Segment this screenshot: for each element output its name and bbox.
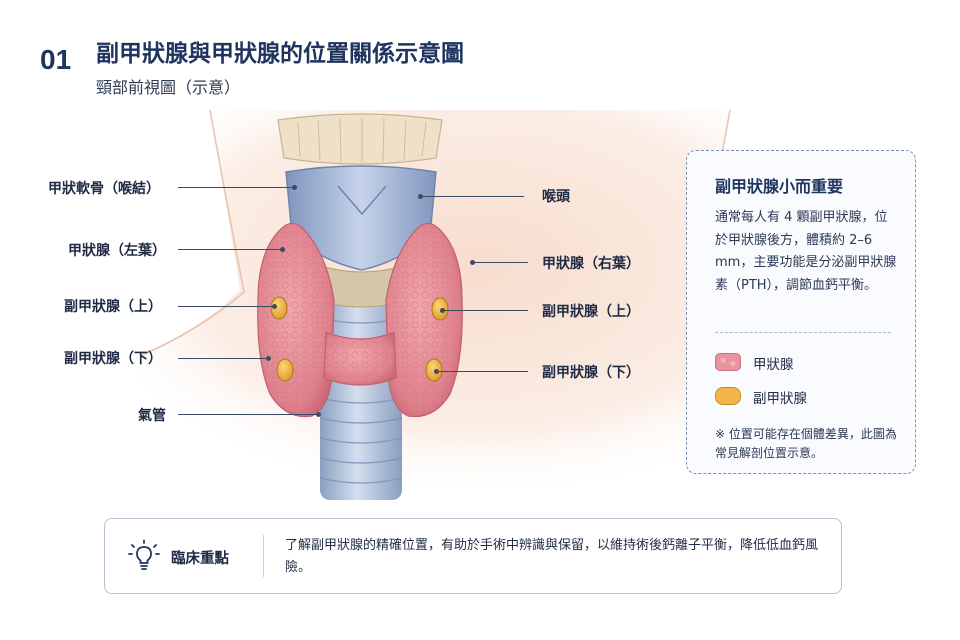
leader-thyroid-left <box>178 249 282 250</box>
info-divider <box>715 332 891 333</box>
label-parathyroid-left-upper: 副甲狀腺（上） <box>64 299 162 315</box>
parathyroid-left-upper <box>270 296 288 320</box>
label-parathyroid-right-lower: 副甲狀腺（下） <box>542 365 640 381</box>
label-thyroid-cartilage: 甲狀軟骨（喉結） <box>48 181 160 197</box>
info-box: 副甲狀腺小而重要 通常每人有 4 顆副甲狀腺，位於甲狀腺後方，體積約 2–6 m… <box>686 150 916 474</box>
info-note: ※ 位置可能存在個體差異，此圖為常見解剖位置示意。 <box>715 427 897 460</box>
clinical-label: 臨床重點 <box>171 551 229 567</box>
clinical-text: 了解副甲狀腺的精確位置，有助於手術中辨識與保留，以維持術後鈣離子平衡，降低低血鈣… <box>285 538 819 575</box>
leader-thyroid-cartilage <box>178 187 294 188</box>
parathyroid-left-lower <box>276 358 294 382</box>
leader-parathyroid-left-upper <box>178 306 274 307</box>
section-number: 01 <box>40 44 72 75</box>
leader-trachea <box>178 414 318 415</box>
info-body: 通常每人有 4 顆副甲狀腺，位於甲狀腺後方，體積約 2–6 mm，主要功能是分泌… <box>715 210 897 293</box>
leader-parathyroid-left-lower <box>178 358 268 359</box>
page-subtitle: 頸部前視圖（示意） <box>96 78 241 97</box>
hyoid-region <box>277 113 443 165</box>
leader-parathyroid-right-upper <box>442 310 528 311</box>
info-title: 副甲狀腺小而重要 <box>715 177 844 196</box>
clinical-note-box: 臨床重點 了解副甲狀腺的精確位置，有助於手術中辨識與保留，以維持術後鈣離子平衡，… <box>104 518 842 594</box>
leader-larynx <box>420 196 524 197</box>
lightbulb-icon <box>128 539 160 570</box>
legend-label-thyroid: 甲狀腺 <box>753 357 794 373</box>
legend-label-parathyroid: 副甲狀腺 <box>753 391 807 407</box>
label-thyroid-left: 甲狀腺（左葉） <box>68 243 166 259</box>
leader-thyroid-right <box>472 262 528 263</box>
label-parathyroid-left-lower: 副甲狀腺（下） <box>64 351 162 367</box>
label-trachea: 氣管 <box>138 408 166 424</box>
leader-parathyroid-right-lower <box>436 371 528 372</box>
clinical-divider <box>263 535 264 577</box>
thyroid-swatch <box>715 353 741 371</box>
label-parathyroid-right-upper: 副甲狀腺（上） <box>542 304 640 320</box>
label-thyroid-right: 甲狀腺（右葉） <box>542 256 640 272</box>
parathyroid-swatch <box>715 387 741 405</box>
page-title: 副甲狀腺與甲狀腺的位置關係示意圖 <box>96 41 464 67</box>
label-larynx: 喉頭 <box>542 189 570 205</box>
